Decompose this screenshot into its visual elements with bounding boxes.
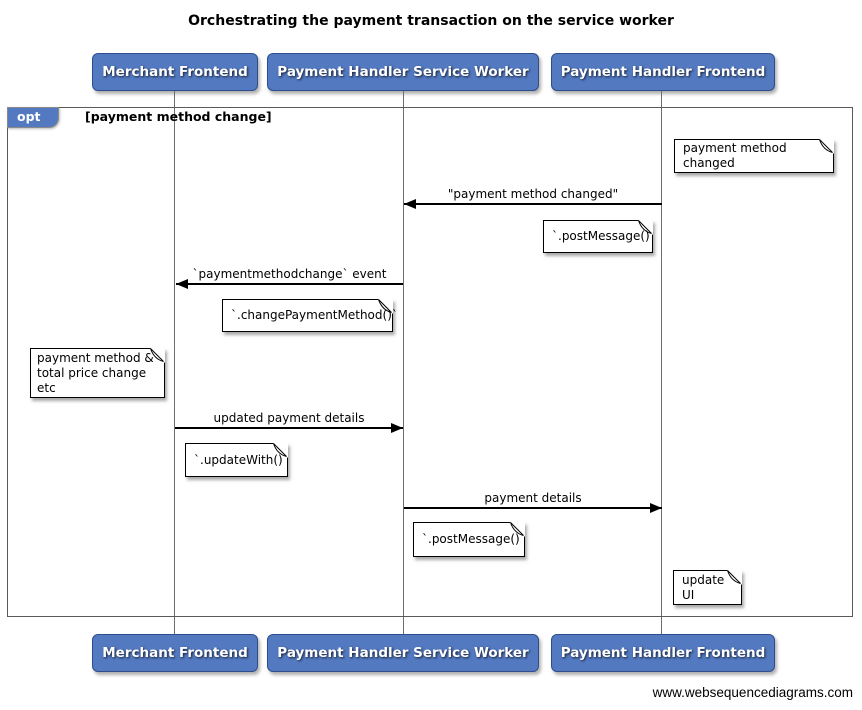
note-fold-icon xyxy=(150,348,165,363)
note-fold-icon xyxy=(273,443,288,458)
actor-box-merchant-frontend-bottom: Merchant Frontend xyxy=(92,634,258,672)
actor-box-payment-handler-frontend-bottom: Payment Handler Frontend xyxy=(551,634,775,672)
lifeline-merchant-frontend xyxy=(174,91,175,635)
note-text: payment method changed xyxy=(683,141,787,170)
actor-label: Merchant Frontend xyxy=(102,64,248,80)
actor-box-payment-handler-frontend-top: Payment Handler Frontend xyxy=(551,53,775,91)
note-text: `.postMessage()` xyxy=(422,532,526,546)
message-label-payment-method-changed: "payment method changed" xyxy=(447,187,619,201)
actor-label: Merchant Frontend xyxy=(102,645,248,661)
note-text: payment method & total price change etc xyxy=(37,350,154,395)
opt-guard-condition: [payment method change] xyxy=(85,109,272,124)
note-fold-icon xyxy=(727,570,742,585)
note-payment-method-changed: payment method changed xyxy=(674,139,834,173)
note-text: `.changePaymentMethod()` xyxy=(231,308,398,322)
note-text: `.updateWith()` xyxy=(194,452,289,467)
arrowhead-left-icon xyxy=(176,279,188,289)
note-changepaymentmethod: `.changePaymentMethod()` xyxy=(222,299,398,332)
actor-box-service-worker-bottom: Payment Handler Service Worker xyxy=(267,634,539,672)
actor-box-service-worker-top: Payment Handler Service Worker xyxy=(267,53,539,91)
watermark-websequencediagrams: www.websequencediagrams.com xyxy=(652,685,853,700)
message-label-updated-payment-details: updated payment details xyxy=(213,411,365,425)
arrowhead-right-icon xyxy=(650,503,662,513)
note-payment-method-total-price: payment method & total price change etc xyxy=(30,348,165,398)
lifeline-payment-handler-frontend xyxy=(661,91,662,635)
actor-label: Payment Handler Frontend xyxy=(560,64,766,80)
note-fold-icon xyxy=(819,139,834,154)
message-line xyxy=(404,203,662,205)
opt-operator-tab: opt xyxy=(7,107,59,128)
actor-label: Payment Handler Service Worker xyxy=(277,64,529,80)
note-fold-icon xyxy=(378,299,393,314)
note-text: update UI xyxy=(682,572,725,602)
actor-label: Payment Handler Service Worker xyxy=(277,645,529,661)
lifeline-payment-handler-service-worker xyxy=(403,91,404,635)
message-label-payment-details: payment details xyxy=(484,491,582,505)
message-line xyxy=(404,507,662,509)
note-postmessage-2: `.postMessage()` xyxy=(413,522,526,557)
message-label-paymentmethodchange-event: `paymentmethodchange` event xyxy=(192,267,387,281)
opt-fragment-frame: opt [payment method change] xyxy=(7,107,853,617)
note-fold-icon xyxy=(510,522,525,537)
message-line xyxy=(176,283,403,285)
note-postmessage-1: `.postMessage()` xyxy=(543,220,656,253)
note-fold-icon xyxy=(638,220,653,235)
arrowhead-right-icon xyxy=(391,423,403,433)
note-text: `.postMessage()` xyxy=(552,229,656,243)
diagram-title: Orchestrating the payment transaction on… xyxy=(188,13,674,29)
actor-box-merchant-frontend-top: Merchant Frontend xyxy=(92,53,258,91)
arrowhead-left-icon xyxy=(404,199,416,209)
actor-label: Payment Handler Frontend xyxy=(560,645,766,661)
message-line xyxy=(175,427,403,429)
note-updatewith: `.updateWith()` xyxy=(185,443,289,477)
note-update-ui: update UI xyxy=(673,570,742,605)
